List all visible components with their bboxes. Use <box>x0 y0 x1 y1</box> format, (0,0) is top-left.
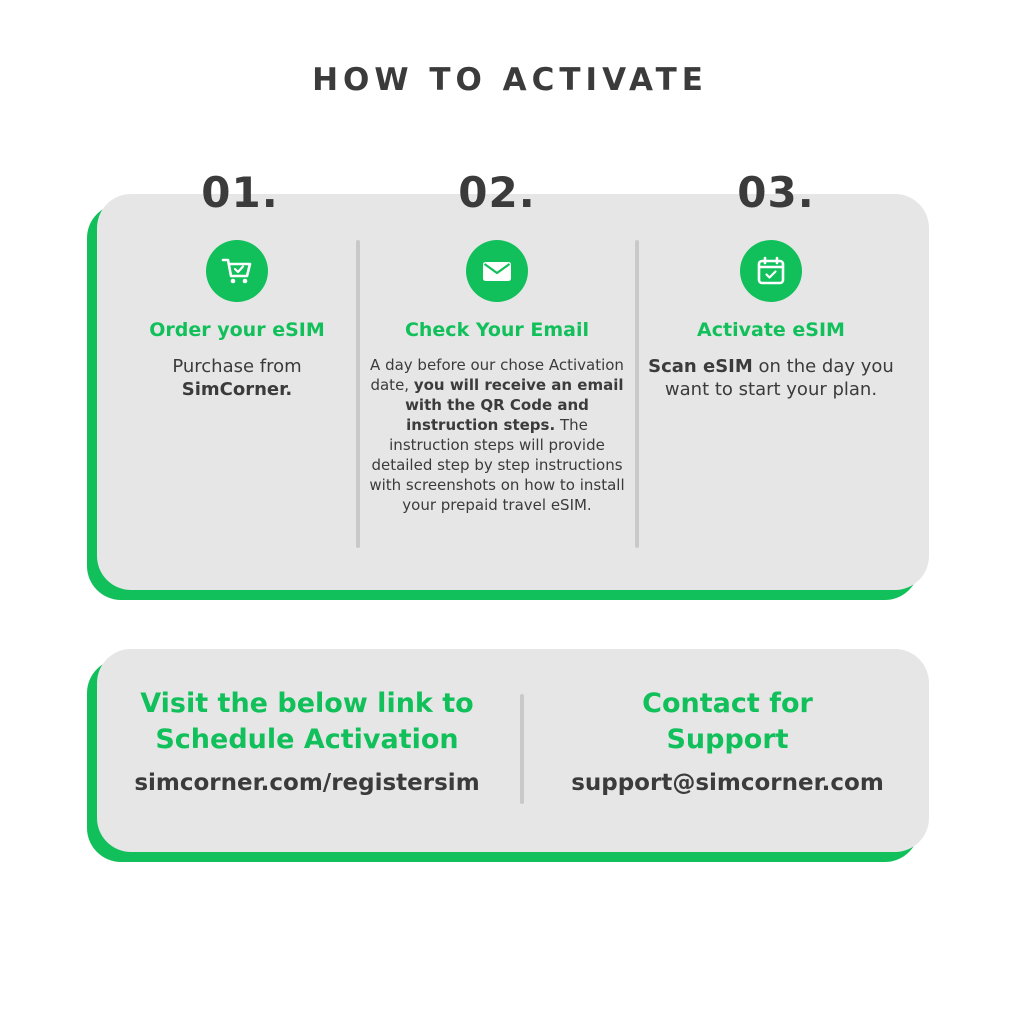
step-description: A day before our chose Activation date, … <box>369 356 625 514</box>
step-number: 03. <box>737 168 815 217</box>
page-title: HOW TO ACTIVATE <box>312 62 708 98</box>
shopping-cart-check-icon <box>206 240 268 302</box>
step-divider <box>635 240 639 548</box>
step-divider <box>356 240 360 548</box>
support-email-link[interactable]: support@simcorner.com <box>571 770 884 796</box>
step-activate-esim: Activate eSIM Scan eSIM on the day you w… <box>643 240 899 401</box>
schedule-activation-section: Visit the below link to Schedule Activat… <box>107 686 507 796</box>
step-description: Purchase from SimCorner. <box>172 356 302 400</box>
step-number: 02. <box>458 168 536 217</box>
step-order-esim: Order your eSIM Purchase from SimCorner. <box>107 240 367 401</box>
support-title: Contact for Support <box>642 688 813 755</box>
step-title: Check Your Email <box>404 319 590 341</box>
envelope-icon <box>466 240 528 302</box>
step-title: Order your eSIM <box>149 319 325 341</box>
link-divider <box>520 694 524 804</box>
step-description: Scan eSIM on the day you want to start y… <box>648 356 894 400</box>
step-title: Activate eSIM <box>697 319 845 341</box>
step-check-email: Check Your Email A day before our chose … <box>365 240 629 515</box>
register-sim-link[interactable]: simcorner.com/registersim <box>134 770 480 796</box>
calendar-check-icon <box>740 240 802 302</box>
step-number: 01. <box>201 168 279 217</box>
schedule-title: Visit the below link to Schedule Activat… <box>140 688 474 755</box>
links-card <box>97 649 929 852</box>
support-section: Contact for Support support@simcorner.co… <box>535 686 920 796</box>
